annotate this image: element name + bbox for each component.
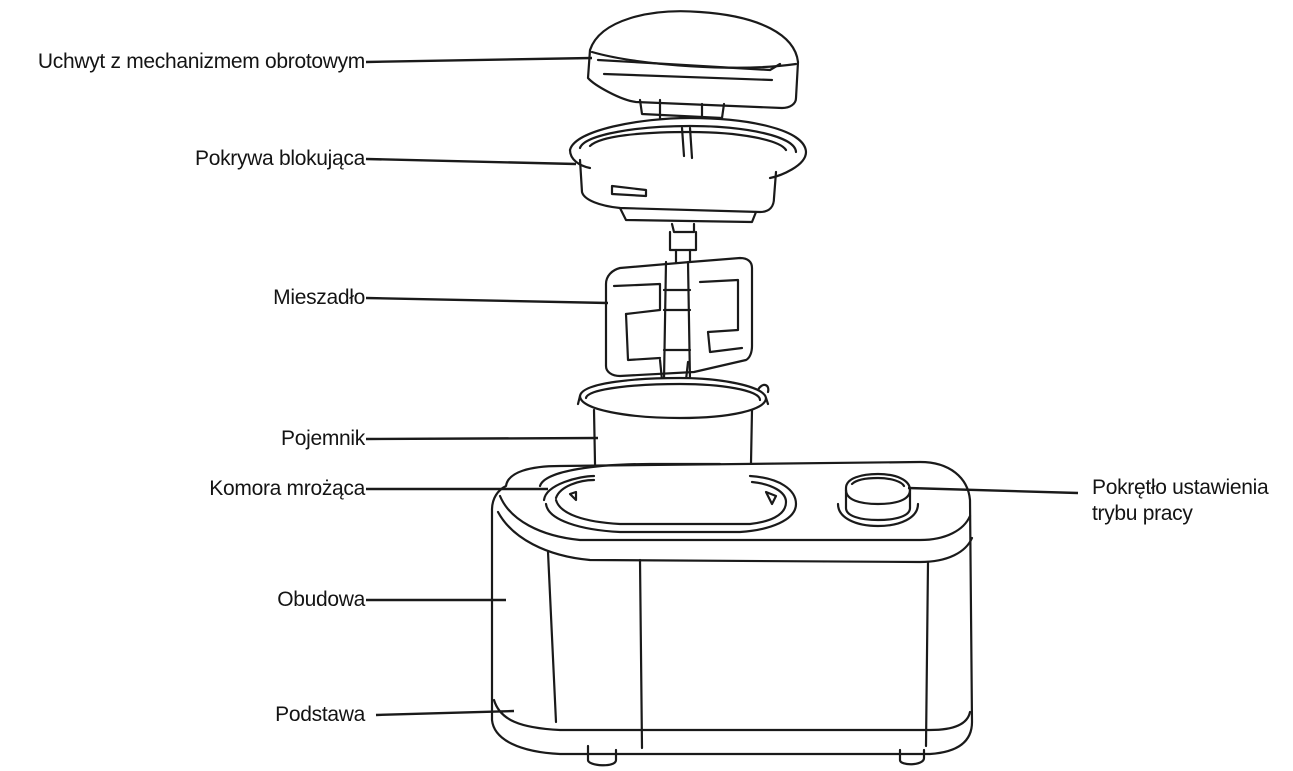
leader-line-handle: [365, 56, 593, 64]
housing-part: [490, 460, 974, 767]
label-container: Pojemnik: [281, 427, 365, 450]
leader-line-container: [365, 436, 599, 441]
handle-part: [586, 10, 800, 132]
leader-line-base: [375, 709, 515, 717]
label-handle: Uchwyt z mechanizmem obrotowym: [37, 50, 365, 73]
label-lid: Pokrywa blokująca: [195, 147, 365, 170]
paddle-part: [604, 256, 754, 382]
label-paddle: Mieszadło: [273, 286, 365, 309]
label-base: Podstawa: [275, 703, 365, 726]
leader-line-paddle: [365, 296, 609, 305]
label-mode-knob-line2: trybu pracy: [1092, 502, 1193, 525]
leader-line-mode-knob: [907, 486, 1079, 495]
shaft-part: [668, 222, 698, 264]
lid-part: [568, 116, 808, 224]
label-housing: Obudowa: [277, 588, 365, 611]
leader-lines: [365, 56, 1079, 717]
label-freezing-chamber: Komora mrożąca: [209, 477, 365, 500]
label-mode-knob-line1: Pokrętło ustawienia: [1092, 476, 1269, 499]
leader-line-lid: [365, 157, 577, 166]
